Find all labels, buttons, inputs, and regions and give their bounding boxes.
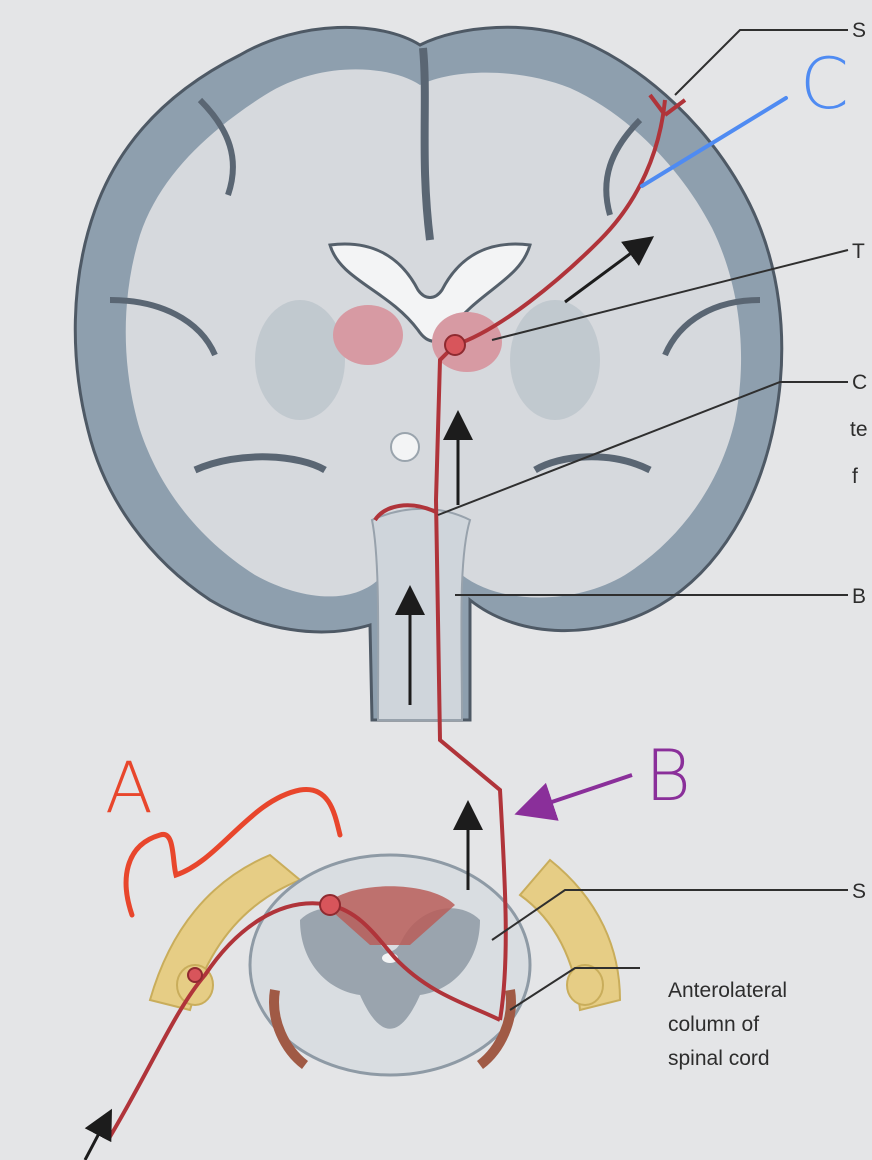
label-anterolateral-3: spinal cord	[668, 1047, 770, 1070]
printed-labels: S T C te f B S Anterolateral column of s…	[668, 19, 868, 1070]
thalamus	[333, 305, 403, 365]
third-order-neuron	[454, 99, 667, 347]
first-order-cell-body	[187, 967, 203, 983]
white-matter	[125, 69, 742, 712]
handwritten-annotations: A B C	[105, 43, 849, 918]
label-anterolateral-1: Anterolateral	[668, 979, 787, 1002]
sulcus	[197, 97, 236, 196]
reticular-branch	[373, 503, 437, 522]
lateral-ventricle	[328, 242, 532, 343]
label-crossing-cut-2: te	[850, 418, 868, 441]
gray-matter	[300, 908, 480, 1029]
sulcus	[662, 297, 761, 357]
brace-a	[123, 787, 343, 918]
third-order-cell-body	[444, 334, 466, 356]
annotation-c: C	[800, 43, 849, 125]
spinal-cord-section	[148, 853, 622, 1077]
label-spinal-cut: S	[852, 880, 866, 903]
anterolateral-tract-right	[476, 989, 516, 1069]
sulcus	[109, 297, 218, 357]
brainstem	[370, 507, 472, 721]
first-order-neuron	[106, 901, 501, 1142]
label-crossing-cut-3: f	[852, 465, 858, 488]
internal-capsule	[510, 300, 600, 420]
annotation-b: B	[645, 735, 691, 817]
input-arrow	[83, 1108, 112, 1160]
annotation-c-line	[640, 96, 788, 188]
brain-section	[73, 25, 784, 722]
annotation-a: A	[105, 747, 153, 829]
second-order-cell-body	[319, 894, 341, 916]
ascending-pathway	[106, 93, 687, 1142]
leader-line	[437, 381, 848, 516]
leader-lines	[437, 29, 849, 1011]
label-top-right-cut: S	[852, 19, 866, 42]
third-ventricle	[390, 432, 420, 462]
label-crossing-cut-1: C	[852, 371, 867, 394]
anterolateral-tract-left	[269, 989, 309, 1069]
longitudinal-fissure	[419, 47, 434, 241]
annotation-b-arrow	[514, 773, 633, 821]
diagonal-arrow	[564, 236, 655, 304]
label-anterolateral-2: column of	[668, 1013, 759, 1036]
leader-line	[491, 889, 848, 941]
dorsal-column	[325, 886, 455, 945]
second-order-neuron	[433, 343, 508, 1021]
leader-line	[674, 29, 848, 96]
dorsal-root-ganglion-right	[566, 964, 604, 1006]
internal-capsule	[255, 300, 345, 420]
sulcus	[603, 117, 643, 216]
label-brainstem-cut: B	[852, 585, 866, 608]
label-thalamus-cut: T	[852, 240, 865, 263]
direction-arrows	[83, 236, 655, 1160]
cortex-branch	[648, 93, 687, 117]
leader-line	[509, 967, 640, 1011]
lateral-sulcus	[193, 453, 327, 474]
leader-line	[491, 249, 849, 341]
